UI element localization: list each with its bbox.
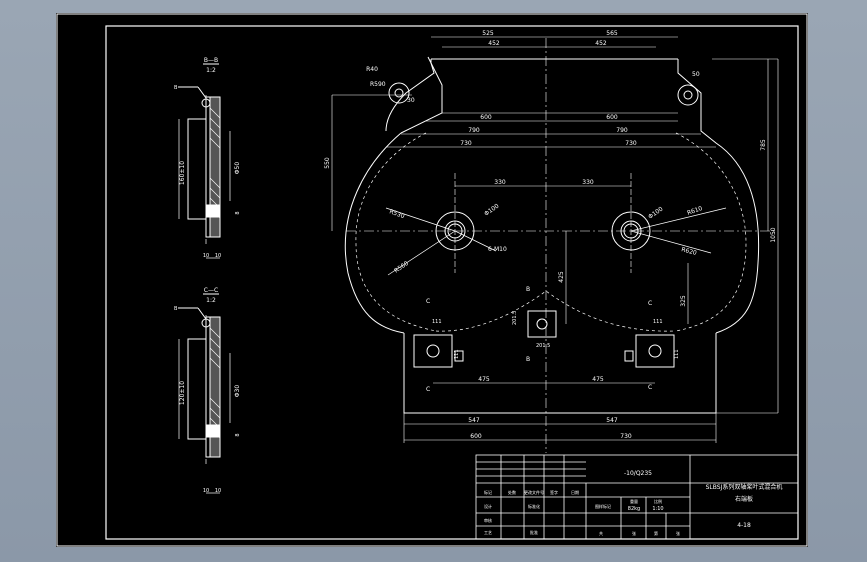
dim-top-right: 565 [606, 30, 618, 37]
dim-600-right: 600 [606, 114, 618, 121]
dim-111-a: 111 [432, 319, 442, 325]
dim-201-5-a: 201.5 [512, 311, 518, 325]
tb-cell-sign: 签字 [550, 489, 558, 495]
dim-325: 325 [680, 295, 687, 307]
dim-r620: R620 [680, 246, 697, 257]
dim-phi100-right: Φ100 [647, 206, 664, 221]
dim-201-5-b: 201.5 [536, 343, 550, 349]
dim-bb-height: 160±10 [179, 161, 186, 185]
dim-50: 50 [692, 71, 700, 78]
svg-text:B: B [174, 85, 178, 91]
dim-730-left: 730 [460, 140, 472, 147]
dim-600-bottom: 600 [470, 433, 482, 440]
dim-1050: 1050 [770, 227, 777, 242]
dim-bb-diameter: Φ50 [234, 162, 241, 175]
dim-bb-8: 8 [235, 211, 241, 214]
dim-opening-left: 452 [488, 40, 500, 47]
title-block-text: -10/Q235 SLBSJ系列双轴桨叶式混合机 右端板 4-18 1:10 8… [484, 470, 782, 536]
inner-frame [105, 25, 799, 540]
tb-cell-approve: 批准 [530, 529, 538, 535]
drawing-sheet: B—B 1:2 B 160±10 Φ50 8 10 10 C—C [56, 13, 808, 547]
tb-cell-date: 日期 [571, 489, 579, 495]
dim-600-left: 600 [480, 114, 492, 121]
outer-frame [56, 13, 808, 547]
tb-cell-no: 第 [654, 530, 658, 536]
drawing-title-line2: 右端板 [735, 495, 753, 503]
dim-475-left: 475 [478, 376, 490, 383]
section-bb-title: B—B [204, 57, 218, 64]
dim-730-bottom: 730 [620, 433, 632, 440]
dim-phi100-left: Φ100 [483, 203, 500, 218]
tb-cell-mark: 标记 [484, 489, 492, 495]
dim-cc-10b: 10 [215, 488, 221, 494]
dim-r610: R610 [686, 205, 703, 217]
dim-6-m10: 6-M10 [488, 246, 507, 253]
dim-790-right: 790 [616, 127, 628, 134]
mass-value: 82kg [628, 506, 640, 512]
tb-cell-sheet-a: 张 [632, 530, 636, 536]
drawing-number: 4-18 [737, 522, 751, 529]
dim-730-right: 730 [625, 140, 637, 147]
dim-550: 550 [324, 157, 331, 169]
tb-cell-change: 更改文件号 [524, 489, 544, 495]
dim-111-c: 111 [454, 349, 460, 359]
cad-drawing: B—B 1:2 B 160±10 Φ50 8 10 10 C—C [56, 13, 808, 547]
section-letter-c-2: C [426, 386, 430, 393]
dim-330-left: 330 [494, 179, 506, 186]
dim-r40: R40 [366, 66, 378, 73]
dim-425: 425 [558, 271, 565, 283]
dim-opening-right: 452 [595, 40, 607, 47]
section-cc-scale: 1:2 [206, 297, 216, 304]
dim-475-right: 475 [592, 376, 604, 383]
main-view [331, 36, 779, 453]
section-letter-b-bottom: B [526, 356, 530, 363]
tb-cell-standard: 标准化 [528, 503, 540, 509]
tb-cell-review: 审核 [484, 517, 492, 523]
section-cc: C—C 1:2 B 120±10 Φ30 8 10 10 [174, 287, 241, 494]
section-letter-c-3: C [648, 300, 652, 307]
dim-111-d: 111 [674, 349, 680, 359]
dim-111-b: 111 [653, 319, 663, 325]
tb-cell-sheet-b: 张 [676, 530, 680, 536]
dim-bb-10b: 10 [215, 253, 221, 259]
title-block [475, 454, 799, 540]
section-cc-title: C—C [204, 287, 218, 294]
dim-547-left: 547 [468, 417, 480, 424]
dim-785: 785 [760, 139, 767, 151]
dim-cc-8: 8 [235, 433, 241, 436]
tb-cell-scale: 比例 [654, 498, 662, 504]
dim-330-right: 330 [582, 179, 594, 186]
section-bb: B—B 1:2 B 160±10 Φ50 8 10 10 [174, 57, 241, 259]
tb-cell-count: 处数 [508, 489, 516, 495]
dim-cc-10a: 10 [203, 488, 209, 494]
dim-cc-diameter: Φ30 [234, 385, 241, 398]
material-spec: -10/Q235 [624, 470, 652, 477]
tb-cell-total: 共 [599, 530, 603, 536]
section-letter-c-1: C [426, 298, 430, 305]
dim-top-left: 525 [482, 30, 494, 37]
section-bb-scale: 1:2 [206, 67, 216, 74]
dim-cc-height: 120±10 [179, 381, 186, 405]
dim-r590: R590 [370, 81, 386, 88]
dim-547-right: 547 [606, 417, 618, 424]
dim-790-left: 790 [468, 127, 480, 134]
section-letter-c-4: C [648, 384, 652, 391]
section-letter-b-top: B [526, 286, 530, 293]
tb-cell-design: 设计 [484, 503, 492, 509]
drawing-title-line1: SLBSJ系列双轴桨叶式混合机 [706, 483, 783, 491]
dim-30: 30 [407, 97, 415, 104]
dim-bb-10a: 10 [203, 253, 209, 259]
dim-r530: R530 [388, 208, 405, 220]
scale-value: 1:10 [652, 506, 663, 512]
svg-text:B: B [174, 306, 178, 312]
tb-cell-weight: 重量 [630, 498, 638, 504]
tb-cell-pattern: 图样标记 [595, 503, 611, 509]
main-view-dims: 525 565 452 452 600 600 790 790 730 730 … [324, 30, 777, 440]
tb-cell-process: 工艺 [484, 530, 492, 535]
